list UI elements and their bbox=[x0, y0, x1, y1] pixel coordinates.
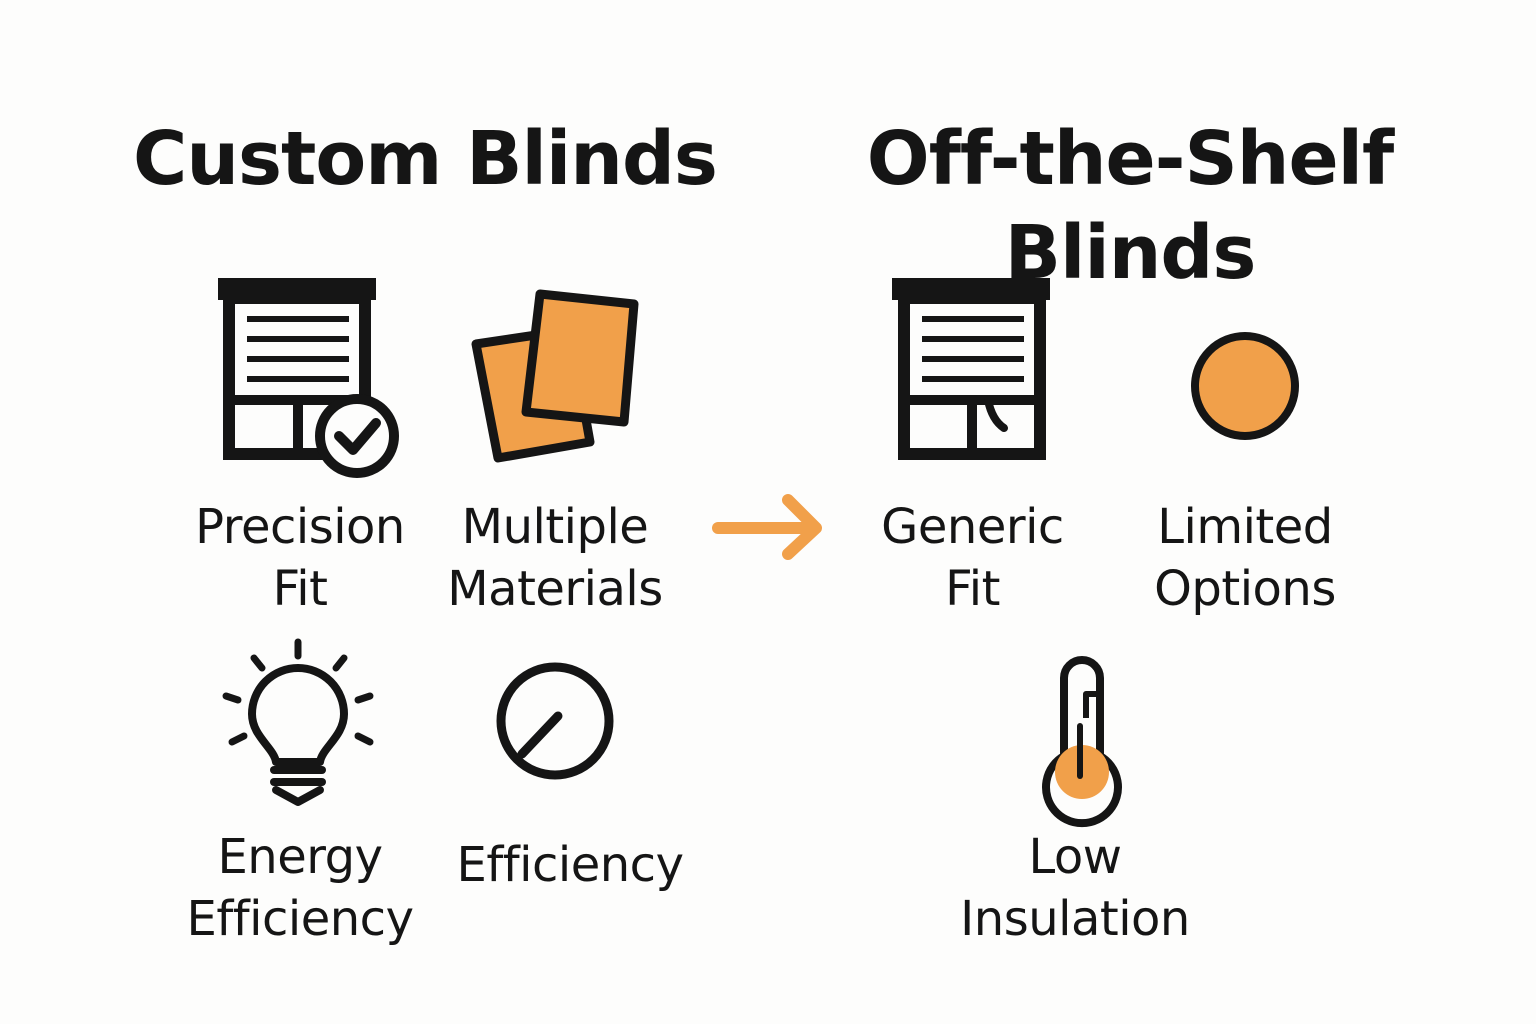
generic-fit-label: Generic Fit bbox=[881, 499, 1064, 617]
thermometer-icon bbox=[1042, 656, 1122, 828]
off-the-shelf-blinds-title: Off-the-Shelf Blinds bbox=[840, 112, 1420, 300]
limited-options-label: Limited Options bbox=[1154, 499, 1336, 617]
energy-efficiency-label: Energy Efficiency bbox=[186, 829, 414, 947]
gauge-icon bbox=[496, 662, 614, 780]
window-blind-check-icon bbox=[218, 278, 399, 478]
off-the-shelf-title-line1: Off-the-Shelf bbox=[866, 116, 1394, 202]
custom-blinds-title: Custom Blinds bbox=[133, 116, 718, 202]
efficiency-label: Efficiency bbox=[456, 837, 684, 893]
lightbulb-icon bbox=[222, 638, 374, 806]
material-swatches-icon bbox=[471, 289, 639, 463]
low-insulation-label: Low Insulation bbox=[960, 829, 1190, 947]
multiple-materials-label: Multiple Materials bbox=[447, 499, 663, 617]
window-blind-icon bbox=[892, 278, 1050, 460]
circle-swatch-icon bbox=[1191, 332, 1299, 440]
arrow-right-icon bbox=[712, 494, 822, 560]
precision-fit-label: Precision Fit bbox=[195, 499, 405, 617]
